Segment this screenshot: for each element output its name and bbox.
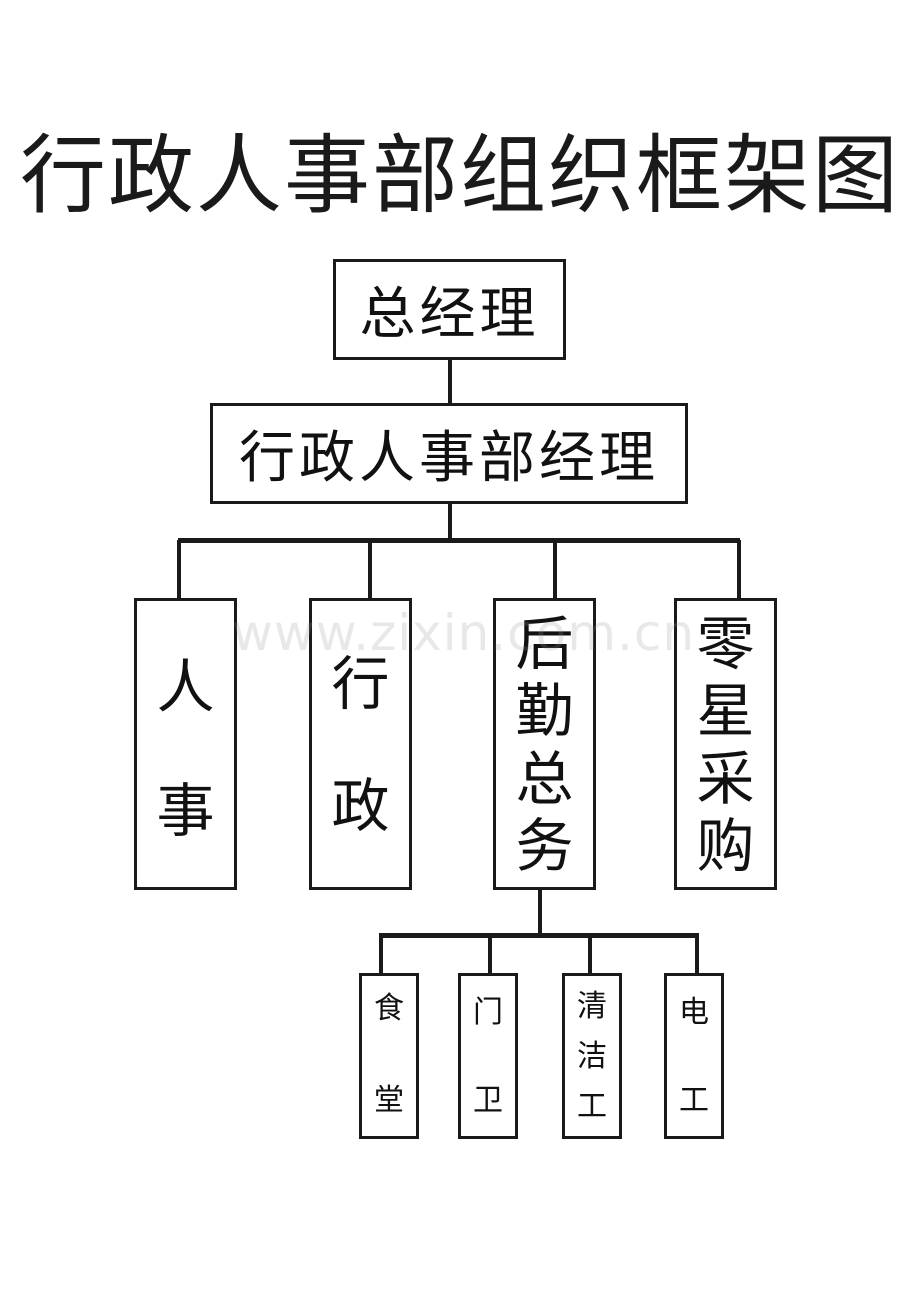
node-logistics-char: 总	[515, 744, 574, 813]
node-canteen-char: 堂	[374, 1083, 404, 1118]
connector-drop-guard	[488, 935, 492, 975]
connector-drop-electrician	[695, 935, 699, 975]
node-general-manager-label: 总经理	[359, 282, 540, 347]
node-canteen-char: 食	[374, 991, 404, 1026]
node-purchasing-char: 星	[696, 677, 755, 746]
node-purchasing: 零 星 采 购	[674, 598, 777, 890]
node-admin-char: 行	[331, 650, 390, 718]
connector-manager-bus	[448, 502, 452, 540]
node-admin: 行 政	[309, 598, 412, 890]
node-purchasing-char: 零	[696, 610, 755, 678]
connector-department-bus	[178, 538, 740, 543]
connector-service-bus	[379, 933, 699, 938]
node-cleaner: 清 洁 工	[562, 973, 622, 1139]
node-canteen: 食 堂	[359, 973, 419, 1139]
connector-drop-purchasing	[737, 540, 741, 600]
node-logistics-char: 务	[515, 811, 574, 880]
node-logistics: 后 勤 总 务	[493, 598, 596, 890]
node-logistics-char: 后	[515, 610, 574, 678]
node-guard-char: 卫	[473, 1083, 503, 1118]
node-cleaner-char: 清	[577, 989, 607, 1024]
node-electrician: 电 工	[664, 973, 724, 1139]
node-cleaner-char: 工	[577, 1089, 607, 1124]
node-hr-admin-manager-label: 行政人事部经理	[239, 426, 659, 491]
node-hr-admin-manager: 行政人事部经理	[210, 403, 688, 504]
node-electrician-char: 电	[679, 995, 709, 1030]
watermark: www.zixin.com.cn	[232, 604, 696, 662]
connector-drop-logistics	[553, 540, 557, 600]
node-purchasing-char: 购	[696, 811, 755, 880]
connector-gm-manager	[448, 359, 452, 405]
node-hr: 人 事	[134, 598, 237, 890]
node-logistics-char: 勤	[515, 677, 574, 746]
node-hr-char: 事	[156, 777, 215, 845]
node-guard-char: 门	[473, 995, 503, 1030]
node-hr-char: 人	[156, 653, 215, 721]
connector-logistics-bus	[538, 889, 542, 935]
node-guard: 门 卫	[458, 973, 518, 1139]
chart-title: 行政人事部组织框架图	[20, 126, 900, 226]
connector-drop-canteen	[379, 935, 383, 975]
node-general-manager: 总经理	[333, 259, 566, 360]
node-purchasing-char: 采	[696, 744, 755, 813]
connector-drop-hr	[177, 540, 181, 600]
node-electrician-char: 工	[679, 1083, 709, 1118]
node-admin-char: 政	[331, 772, 390, 840]
connector-drop-cleaner	[588, 935, 592, 975]
node-cleaner-char: 洁	[577, 1039, 607, 1074]
connector-drop-admin	[368, 540, 372, 600]
